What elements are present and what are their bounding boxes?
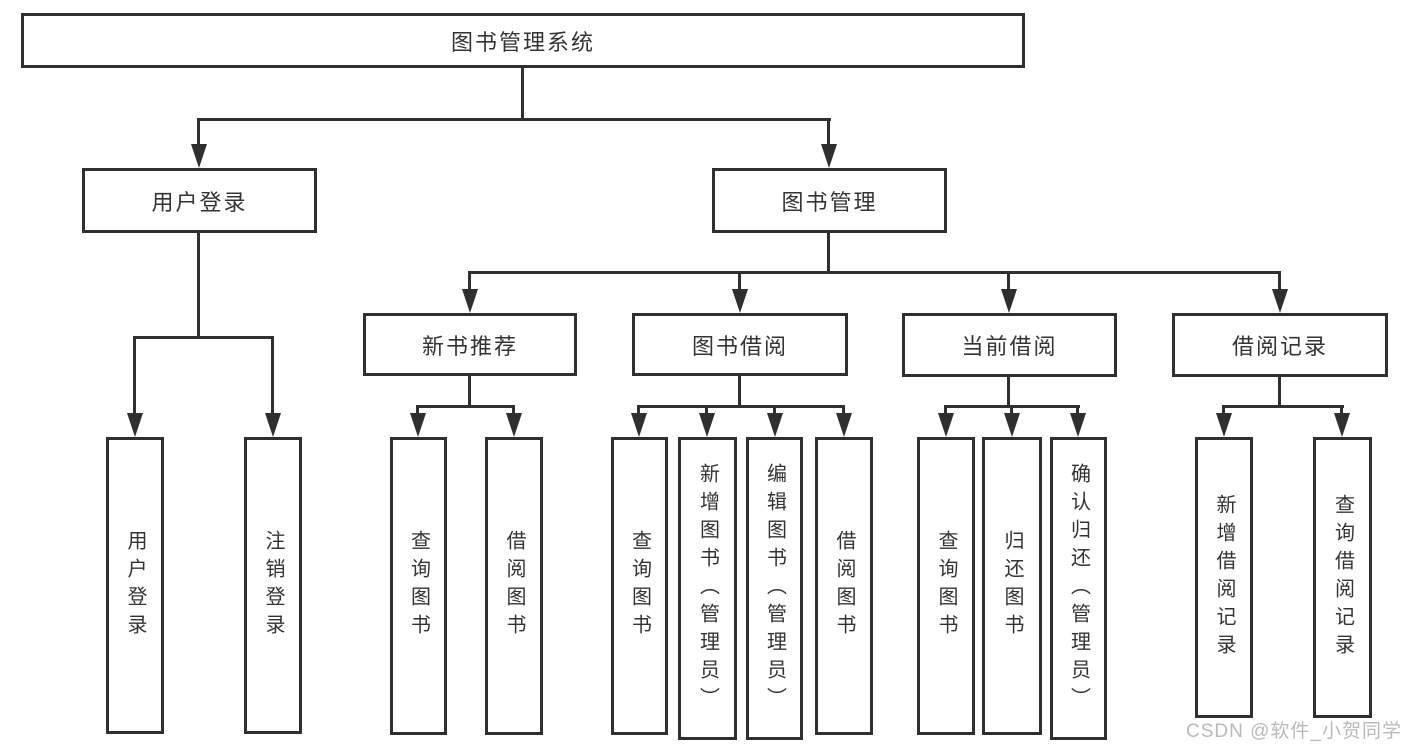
leaf-query-books-borrowing: 查询图书 xyxy=(611,437,668,735)
connector-line xyxy=(468,376,471,407)
connector-line xyxy=(1222,405,1344,408)
watermark: CSDN @软件_小贺同学 xyxy=(1186,721,1402,742)
connector-line xyxy=(512,407,515,415)
arrow-down-icon xyxy=(938,413,954,437)
connector-line xyxy=(637,405,845,408)
leaf-logout: 注销登录 xyxy=(244,437,302,734)
connector-line xyxy=(521,68,524,120)
arrow-down-icon xyxy=(265,413,281,437)
leaf-add-borrow-record: 新增借阅记录 xyxy=(1195,437,1253,718)
connector-line xyxy=(1278,377,1281,407)
arrow-down-icon xyxy=(821,144,837,168)
connector-line xyxy=(944,407,947,415)
connector-line xyxy=(1010,407,1013,415)
connector-line xyxy=(416,407,419,415)
connector-line xyxy=(1278,273,1281,291)
connector-line xyxy=(468,271,1281,274)
connector-line xyxy=(271,338,274,416)
arrow-down-icon xyxy=(127,413,143,437)
arrow-down-icon xyxy=(410,413,426,437)
arrow-down-icon xyxy=(191,144,207,168)
leaf-add-books-admin: 新增图书（管理员） xyxy=(678,437,737,740)
leaf-borrow-books-borrowing: 借阅图书 xyxy=(815,437,873,735)
connector-line xyxy=(738,376,741,407)
connector-line xyxy=(1340,407,1343,415)
connector-line xyxy=(705,407,708,415)
node-borrowing-records: 借阅记录 xyxy=(1172,313,1388,377)
connector-line xyxy=(773,407,776,415)
node-book-management: 图书管理 xyxy=(712,168,947,233)
connector-line xyxy=(1007,273,1010,291)
connector-line xyxy=(827,233,830,273)
connector-line xyxy=(842,407,845,415)
arrow-down-icon xyxy=(1216,413,1232,437)
arrow-down-icon xyxy=(1004,413,1020,437)
connector-line xyxy=(197,118,831,121)
connector-line xyxy=(1007,377,1010,407)
connector-line xyxy=(827,120,830,148)
arrow-down-icon xyxy=(767,413,783,437)
connector-line xyxy=(416,405,515,408)
connector-line xyxy=(197,233,200,339)
connector-line xyxy=(468,273,471,291)
arrow-down-icon xyxy=(506,413,522,437)
arrow-down-icon xyxy=(462,289,478,313)
connector-line xyxy=(944,405,1080,408)
leaf-edit-books-admin: 编辑图书（管理员） xyxy=(746,437,803,740)
connector-line xyxy=(133,338,136,416)
arrow-down-icon xyxy=(836,413,852,437)
arrow-down-icon xyxy=(1272,289,1288,313)
connector-line xyxy=(738,273,741,291)
leaf-borrow-books-recommend: 借阅图书 xyxy=(485,437,543,735)
arrow-down-icon xyxy=(732,289,748,313)
connector-line xyxy=(133,336,274,339)
connector-line xyxy=(1076,407,1079,415)
node-book-borrowing: 图书借阅 xyxy=(632,313,848,376)
connector-line xyxy=(1222,407,1225,415)
arrow-down-icon xyxy=(1334,413,1350,437)
node-library-management-system: 图书管理系统 xyxy=(21,13,1025,68)
node-current-borrowing: 当前借阅 xyxy=(902,313,1117,377)
leaf-confirm-return-admin: 确认归还（管理员） xyxy=(1050,437,1107,740)
leaf-return-books: 归还图书 xyxy=(982,437,1042,735)
arrow-down-icon xyxy=(1001,289,1017,313)
arrow-down-icon xyxy=(1070,413,1086,437)
leaf-query-books-current: 查询图书 xyxy=(917,437,975,735)
node-new-book-recommend: 新书推荐 xyxy=(363,313,577,376)
leaf-query-borrow-record: 查询借阅记录 xyxy=(1313,437,1372,718)
connector-line xyxy=(197,120,200,148)
arrow-down-icon xyxy=(631,413,647,437)
leaf-user-login: 用户登录 xyxy=(106,437,164,734)
leaf-query-books-recommend: 查询图书 xyxy=(390,437,447,735)
connector-line xyxy=(637,407,640,415)
node-user-login: 用户登录 xyxy=(82,168,317,233)
arrow-down-icon xyxy=(699,413,715,437)
